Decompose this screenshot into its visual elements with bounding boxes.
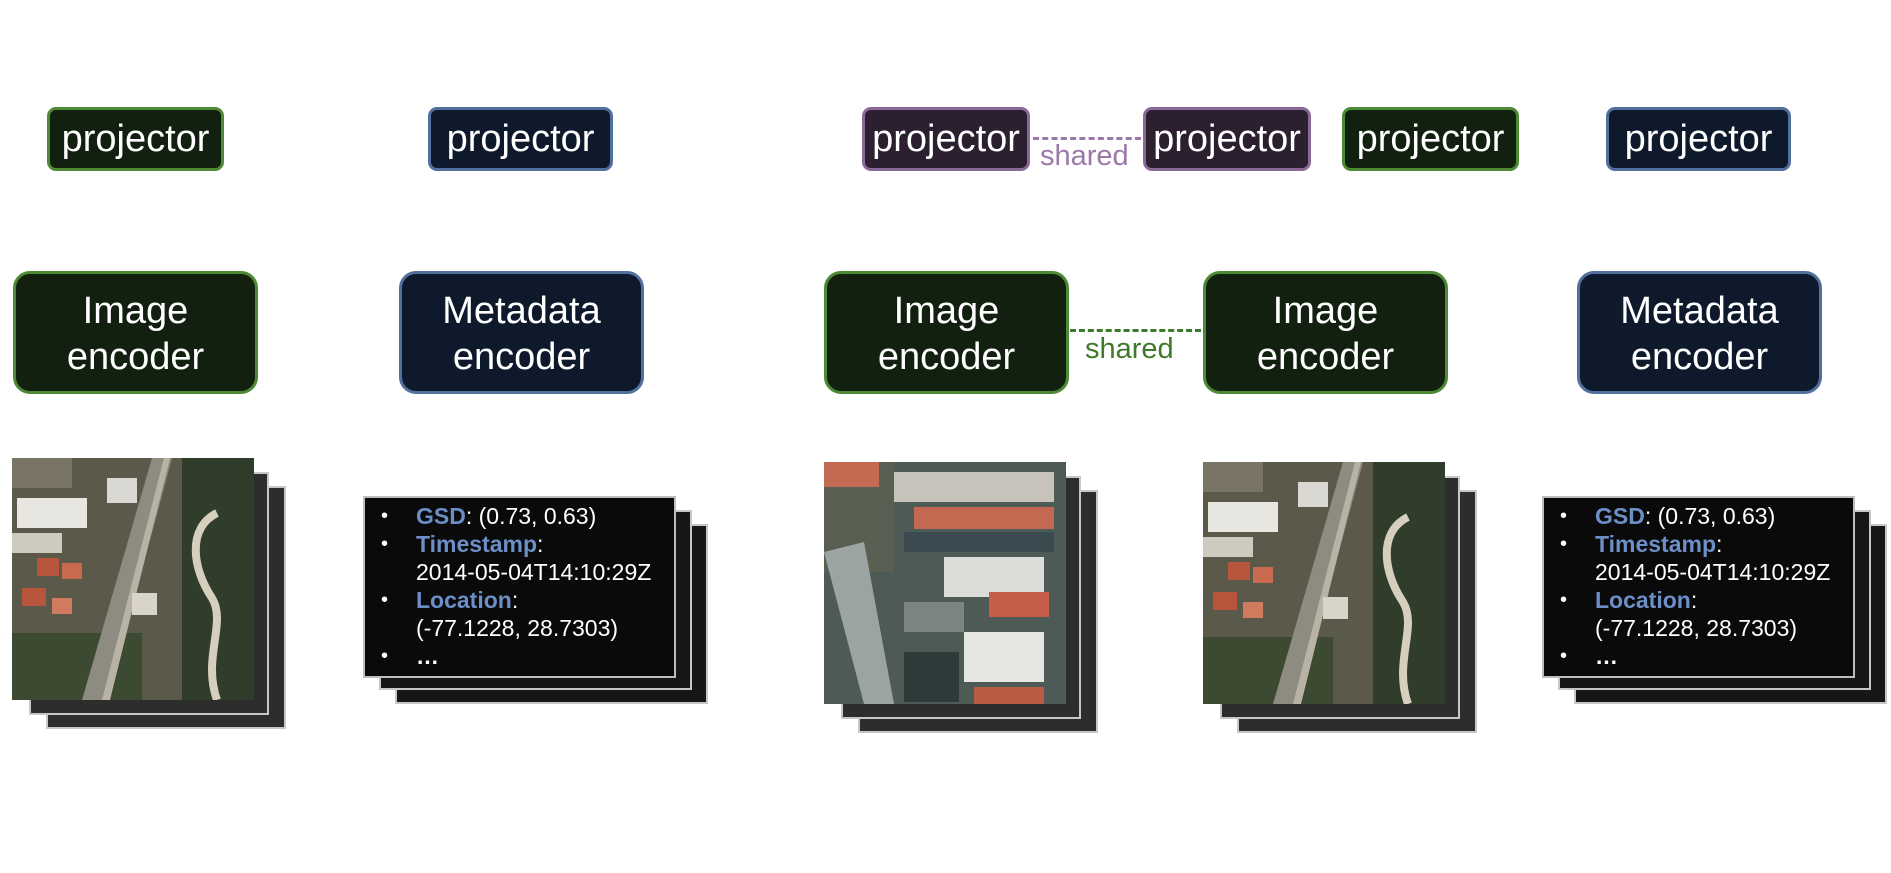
projector-box-5: projector: [1342, 107, 1519, 171]
shared-projector-connector: [1033, 137, 1141, 140]
projector-label: projector: [61, 117, 210, 160]
metadata-item-gsd: •GSD: (0.73, 0.63): [381, 503, 597, 529]
encoder-label-line2: encoder: [877, 335, 1016, 378]
metadata-item-timestamp: •Timestamp:2014-05-04T14:10:29Z: [1560, 531, 1831, 585]
metadata-item-ellipsis: •…: [1560, 643, 1618, 669]
metadata-item-ellipsis: •…: [381, 643, 439, 669]
encoder-label-line1: Metadata: [442, 289, 601, 332]
projector-label: projector: [1624, 117, 1773, 160]
image-encoder-box-1: Image encoder: [13, 271, 258, 394]
projector-box-6: projector: [1606, 107, 1791, 171]
encoder-label-line1: Image: [1272, 289, 1379, 332]
projector-label: projector: [1153, 117, 1301, 160]
metadata-card-1: •GSD: (0.73, 0.63) •Timestamp:2014-05-04…: [363, 496, 676, 678]
encoder-label-line2: encoder: [66, 335, 205, 378]
projector-box-4: projector: [1143, 107, 1311, 171]
metadata-item-location: •Location:(-77.1228, 28.7303): [381, 587, 619, 641]
encoder-label-line2: encoder: [452, 335, 591, 378]
projector-label: projector: [872, 117, 1020, 160]
projector-box-3: projector: [862, 107, 1030, 171]
metadata-item-location: •Location:(-77.1228, 28.7303): [1560, 587, 1798, 641]
encoder-label-line1: Metadata: [1620, 289, 1779, 332]
aerial-image-2: [824, 462, 1066, 704]
encoder-label-line2: encoder: [1630, 335, 1769, 378]
shared-projector-label: shared: [1040, 140, 1129, 172]
metadata-encoder-box-1: Metadata encoder: [399, 271, 644, 394]
encoder-label-line1: Image: [82, 289, 189, 332]
image-encoder-box-2: Image encoder: [824, 271, 1069, 394]
encoder-label-line2: encoder: [1256, 335, 1395, 378]
encoder-label-line1: Image: [893, 289, 1000, 332]
metadata-item-gsd: •GSD: (0.73, 0.63): [1560, 503, 1776, 529]
projector-label: projector: [446, 117, 595, 160]
metadata-card-2: •GSD: (0.73, 0.63) •Timestamp:2014-05-04…: [1542, 496, 1855, 678]
projector-box-1: projector: [47, 107, 224, 171]
shared-encoder-connector: [1070, 329, 1201, 332]
shared-encoder-label: shared: [1085, 333, 1174, 365]
metadata-encoder-box-2: Metadata encoder: [1577, 271, 1822, 394]
metadata-item-timestamp: •Timestamp:2014-05-04T14:10:29Z: [381, 531, 652, 585]
aerial-image-1: [12, 458, 254, 700]
projector-box-2: projector: [428, 107, 613, 171]
image-encoder-box-3: Image encoder: [1203, 271, 1448, 394]
aerial-image-3: [1203, 462, 1445, 704]
projector-label: projector: [1356, 117, 1505, 160]
